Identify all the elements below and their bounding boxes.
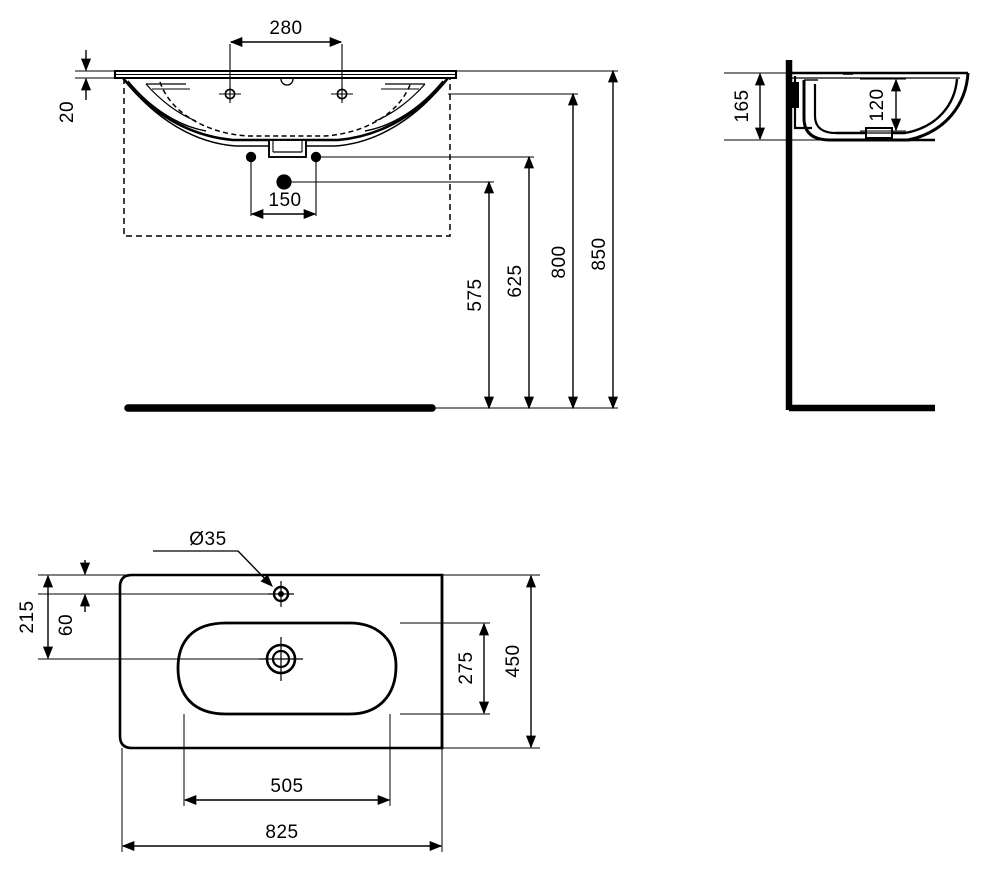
dimension-20-label: 20 [57,101,78,123]
dimension-625-label: 625 [505,264,526,297]
side-elevation-view: 165 120 [724,60,970,412]
dimension-575: 575 [284,180,495,410]
dimension-625: 625 [316,155,535,410]
dimension-825: 825 [121,822,443,852]
plan-view: Ø35 215 60 275 450 [17,529,540,852]
dimension-575-label: 575 [465,278,486,311]
basin-plan-outline [118,573,444,750]
front-elevation-view: 280 20 150 575 625 [57,18,619,412]
dimension-165: 165 [724,72,870,141]
dimension-280: 280 [229,18,343,96]
dimension-275: 275 [456,622,490,715]
dimension-450-label: 450 [503,644,524,677]
dimension-850: 850 [456,69,619,410]
basin-side-section [789,71,970,142]
dimension-60: 60 [56,560,91,636]
taphole-leader: Ø35 [153,529,273,587]
dimension-280-label: 280 [269,18,302,39]
dimension-150: 150 [250,157,317,220]
wall-and-floor-side [785,60,935,412]
dimension-825-label: 825 [265,822,298,843]
dimension-800-label: 800 [549,245,570,278]
taphole-diameter-label: Ø35 [189,529,226,550]
dimension-275-label: 275 [456,651,477,684]
dimension-800: 800 [448,92,579,410]
dimension-215: 215 [17,574,54,660]
dimension-120: 120 [860,78,906,132]
dimension-60-label: 60 [56,614,77,636]
dimension-165-label: 165 [732,89,753,122]
dimension-20: 20 [57,50,140,123]
dimension-215-label: 215 [17,600,38,633]
bowl-plan-outline [176,621,398,716]
basin-front-outline [113,69,458,158]
dimension-505-label: 505 [270,776,303,797]
dimension-450: 450 [503,574,537,749]
dimension-120-label: 120 [867,88,888,121]
dimension-850-label: 850 [589,237,610,270]
dimension-505: 505 [183,776,391,806]
dimension-150-label: 150 [268,190,301,211]
